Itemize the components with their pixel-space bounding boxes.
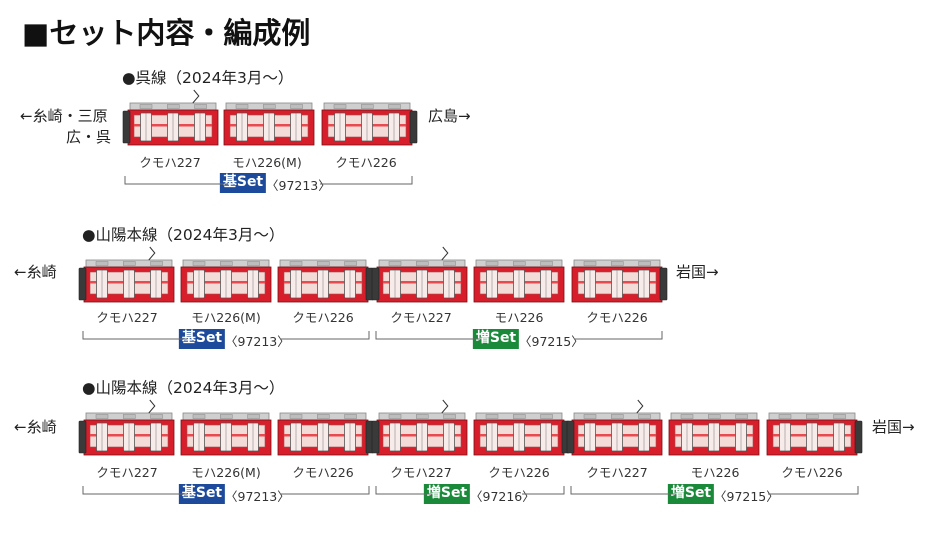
train-car <box>78 246 175 303</box>
train-car <box>371 399 468 456</box>
set-code: 〈97213〉 <box>225 334 290 349</box>
train-car <box>473 412 570 456</box>
section-title-sanyo-6: ●山陽本線（2024年3月〜） <box>82 226 285 244</box>
train-car <box>277 259 374 303</box>
set-badge-add: 増Set <box>667 484 715 504</box>
car-label: クモハ226 <box>292 465 354 480</box>
train-car <box>78 399 175 456</box>
left-direction-kure-line2: 広・呉 <box>66 128 112 146</box>
set-code: 〈97215〉 <box>519 334 584 349</box>
car-label: クモハ227 <box>96 465 158 480</box>
train-car <box>668 412 760 456</box>
car-label: クモハ227 <box>586 465 648 480</box>
train-car <box>473 259 565 303</box>
train-car <box>180 412 272 456</box>
car-label: モハ226(M) <box>191 310 261 325</box>
car-label: クモハ227 <box>390 310 452 325</box>
set-badge-base: 基Set <box>178 329 226 349</box>
set-bracket <box>574 331 663 340</box>
car-label: クモハ226 <box>488 465 550 480</box>
brackets-layer <box>82 176 859 495</box>
train-car <box>371 246 468 303</box>
set-bracket <box>375 486 432 495</box>
car-label: クモハ226 <box>292 310 354 325</box>
car-label: モハ226 <box>494 310 544 325</box>
set-badge-add: 増Set <box>472 329 520 349</box>
car-label: クモハ226 <box>586 310 648 325</box>
car-label: モハ226(M) <box>232 155 302 170</box>
train-car <box>321 102 418 146</box>
car-label: モハ226(M) <box>191 465 261 480</box>
set-bracket <box>124 176 228 185</box>
set-code: 〈97215〉 <box>714 489 779 504</box>
set-bracket <box>280 486 370 495</box>
car-label: クモハ227 <box>390 465 452 480</box>
set-bracket <box>768 486 859 495</box>
set-code: 〈97213〉 <box>266 178 331 193</box>
train-car <box>277 412 374 456</box>
set-bracket <box>280 331 370 340</box>
set-bracket <box>570 486 676 495</box>
train-car <box>180 259 272 303</box>
set-badge-base: 基Set <box>178 484 226 504</box>
car-label: クモハ227 <box>139 155 201 170</box>
set-badge-add: 増Set <box>423 484 471 504</box>
train-car <box>766 412 863 456</box>
page-title: ■セット内容・編成例 <box>22 16 311 50</box>
set-bracket <box>375 331 481 340</box>
right-direction-kure: 広島→ <box>428 107 471 125</box>
car-label: モハ226 <box>690 465 740 480</box>
section-title-sanyo-8: ●山陽本線（2024年3月〜） <box>82 379 285 397</box>
right-direction-sanyo-8: 岩国→ <box>872 418 915 436</box>
set-bracket <box>82 331 187 340</box>
set-code: 〈97213〉 <box>225 489 290 504</box>
train-car <box>566 399 663 456</box>
set-bracket <box>320 176 413 185</box>
right-direction-sanyo-6: 岩国→ <box>676 263 719 281</box>
car-label: クモハ226 <box>781 465 843 480</box>
train-car <box>571 259 668 303</box>
cars-layer <box>78 89 863 456</box>
set-code: 〈97216〉 <box>470 489 535 504</box>
car-label: クモハ227 <box>96 310 158 325</box>
set-bracket <box>82 486 187 495</box>
train-car <box>122 89 219 146</box>
train-car <box>223 102 315 146</box>
car-label: クモハ226 <box>335 155 397 170</box>
left-direction-sanyo-6: ←糸崎 <box>14 263 57 281</box>
set-bracket <box>522 486 565 495</box>
section-title-kure: ●呉線（2024年3月〜） <box>122 69 294 87</box>
set-badge-base: 基Set <box>219 173 267 193</box>
left-direction-sanyo-8: ←糸崎 <box>14 418 57 436</box>
left-direction-kure-line1: ←糸崎・三原 <box>20 107 108 125</box>
